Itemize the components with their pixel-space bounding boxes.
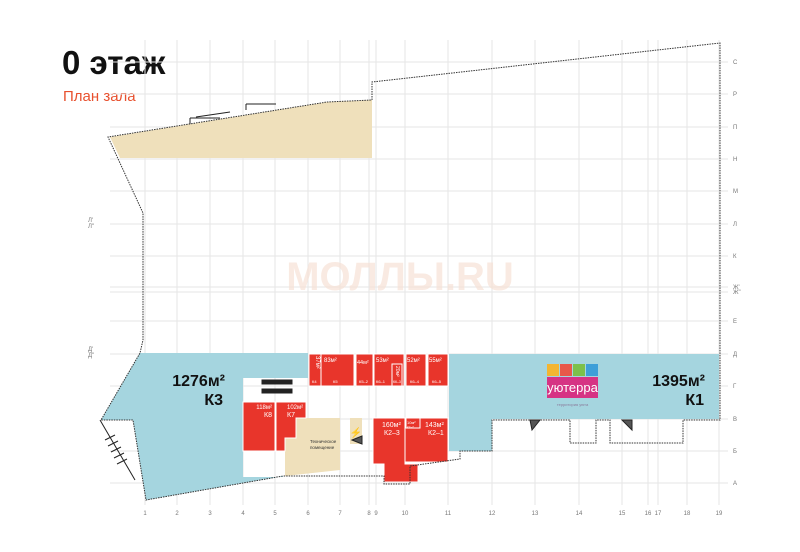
k5-2-area: 44м² bbox=[357, 360, 369, 366]
grid-row-label: П bbox=[733, 125, 737, 131]
grid-column-label: 4 bbox=[241, 511, 245, 517]
grid-row-label: Б bbox=[733, 449, 737, 455]
tenant-logo-uyuterra[interactable]: уютерра территория уюта bbox=[547, 364, 599, 407]
k7-area: 102м² bbox=[287, 405, 303, 411]
tech-room-label-1: Техническое bbox=[310, 439, 337, 444]
k6-3-area: 20м² bbox=[394, 366, 400, 377]
k2-3-area: 160м² bbox=[382, 422, 401, 429]
grid-row-label: К bbox=[733, 254, 737, 260]
grid-row-label: А bbox=[733, 481, 737, 487]
grid-column-label: 1 bbox=[143, 511, 147, 517]
k8-area: 118м² bbox=[256, 405, 272, 411]
grid-column-label: 11 bbox=[445, 511, 452, 517]
zone-k5[interactable] bbox=[320, 353, 355, 387]
k5-2-code: К5–2 bbox=[359, 379, 369, 384]
grid-column-label: 12 bbox=[489, 511, 496, 517]
lightning-icon: ⚡ bbox=[350, 426, 362, 439]
grid-left-row-label: Л" bbox=[88, 224, 94, 230]
zone-k5-2[interactable] bbox=[355, 353, 374, 387]
k4-area: 37м² bbox=[314, 356, 320, 369]
k1-area: 1395м² bbox=[652, 373, 705, 390]
zone-k6-4[interactable] bbox=[405, 353, 427, 387]
k3-area: 1276м² bbox=[172, 373, 225, 390]
k2-1-area: 143м² bbox=[425, 422, 444, 429]
tech-room-label-2: помещение bbox=[310, 445, 335, 450]
grid-column-label: 5 bbox=[273, 511, 277, 517]
tenant-name: уютерра bbox=[547, 380, 598, 395]
zone-tech-room bbox=[285, 402, 340, 476]
grid-row-label: Г bbox=[733, 384, 737, 390]
grid-row-label: Н bbox=[733, 157, 737, 163]
tenant-tagline: территория уюта bbox=[557, 402, 589, 407]
zone-k6-3[interactable] bbox=[391, 363, 403, 387]
k2-2-code: К2–2 bbox=[407, 425, 414, 429]
zone-k8[interactable] bbox=[242, 401, 276, 452]
building-outline bbox=[100, 42, 721, 501]
k8-code: К8 bbox=[264, 412, 272, 419]
k6-4-code: К6–4 bbox=[410, 379, 420, 384]
k5-code: К5 bbox=[333, 379, 338, 384]
zone-k2-2[interactable] bbox=[405, 417, 421, 429]
zone-k6-5[interactable] bbox=[427, 353, 449, 387]
grid-column-label: 14 bbox=[576, 511, 583, 517]
grid-column-label: 6 bbox=[306, 511, 310, 517]
k2-1-code: К2–1 bbox=[428, 430, 444, 437]
zone-k3[interactable] bbox=[101, 353, 308, 500]
k1-code: К1 bbox=[685, 392, 704, 409]
grid-left-row-label: Л' bbox=[88, 218, 93, 224]
grid-column-label: 2 bbox=[175, 511, 179, 517]
grid-column-label: 15 bbox=[619, 511, 626, 517]
grid-column-label: 17 bbox=[655, 511, 662, 517]
k6-4-area: 52м² bbox=[407, 358, 420, 364]
grid-column-label: 7 bbox=[338, 511, 342, 517]
k3-code: К3 bbox=[204, 392, 223, 409]
k4-code: К4 bbox=[312, 379, 317, 384]
grid-row-label: С bbox=[733, 60, 738, 66]
grid-column-label: 9 bbox=[374, 511, 378, 517]
zone-k1[interactable] bbox=[449, 354, 719, 451]
k6-5-code: К6–5 bbox=[432, 379, 442, 384]
grid-row-label: Ж" bbox=[733, 290, 741, 296]
k6-3-code: К6–3 bbox=[393, 380, 401, 384]
k5-area: 83м² bbox=[324, 358, 337, 364]
escalator-icons bbox=[99, 103, 633, 481]
grid-row-label: Л bbox=[733, 222, 737, 228]
page-subtitle: План зала bbox=[63, 88, 136, 105]
watermark: МОЛЛЫ.RU bbox=[286, 255, 514, 299]
zone-k7[interactable] bbox=[275, 401, 307, 452]
k6-5-area: 55м² bbox=[429, 358, 442, 364]
grid-row-label: Д bbox=[733, 352, 737, 358]
grid-column-label: 3 bbox=[208, 511, 212, 517]
grid-row-label: Е bbox=[733, 319, 737, 325]
k2-2-area: 10м² bbox=[407, 420, 416, 425]
k6-1-code: К6–1 bbox=[376, 379, 386, 384]
grid-column-label: 16 bbox=[645, 511, 652, 517]
grid-column-label: 19 bbox=[716, 511, 723, 517]
grid-column-label: 13 bbox=[532, 511, 539, 517]
grid-row-label: М bbox=[733, 189, 738, 195]
grid-column-label: 8 bbox=[367, 511, 371, 517]
k6-1-area: 53м² bbox=[376, 358, 389, 364]
grid-column-label: 10 bbox=[402, 511, 409, 517]
grid-row-label: Ж' bbox=[733, 285, 740, 291]
beige-zone-top bbox=[110, 100, 372, 158]
grid-row-label: Р bbox=[733, 92, 737, 98]
grid-row-label: В bbox=[733, 417, 737, 423]
grid-left-row-label: Д' bbox=[88, 347, 93, 353]
grid-left-row-label: Д" bbox=[88, 353, 94, 359]
k2-3-code: К2–3 bbox=[384, 430, 400, 437]
grid-column-label: 18 bbox=[684, 511, 691, 517]
k7-code: К7 bbox=[287, 412, 295, 419]
